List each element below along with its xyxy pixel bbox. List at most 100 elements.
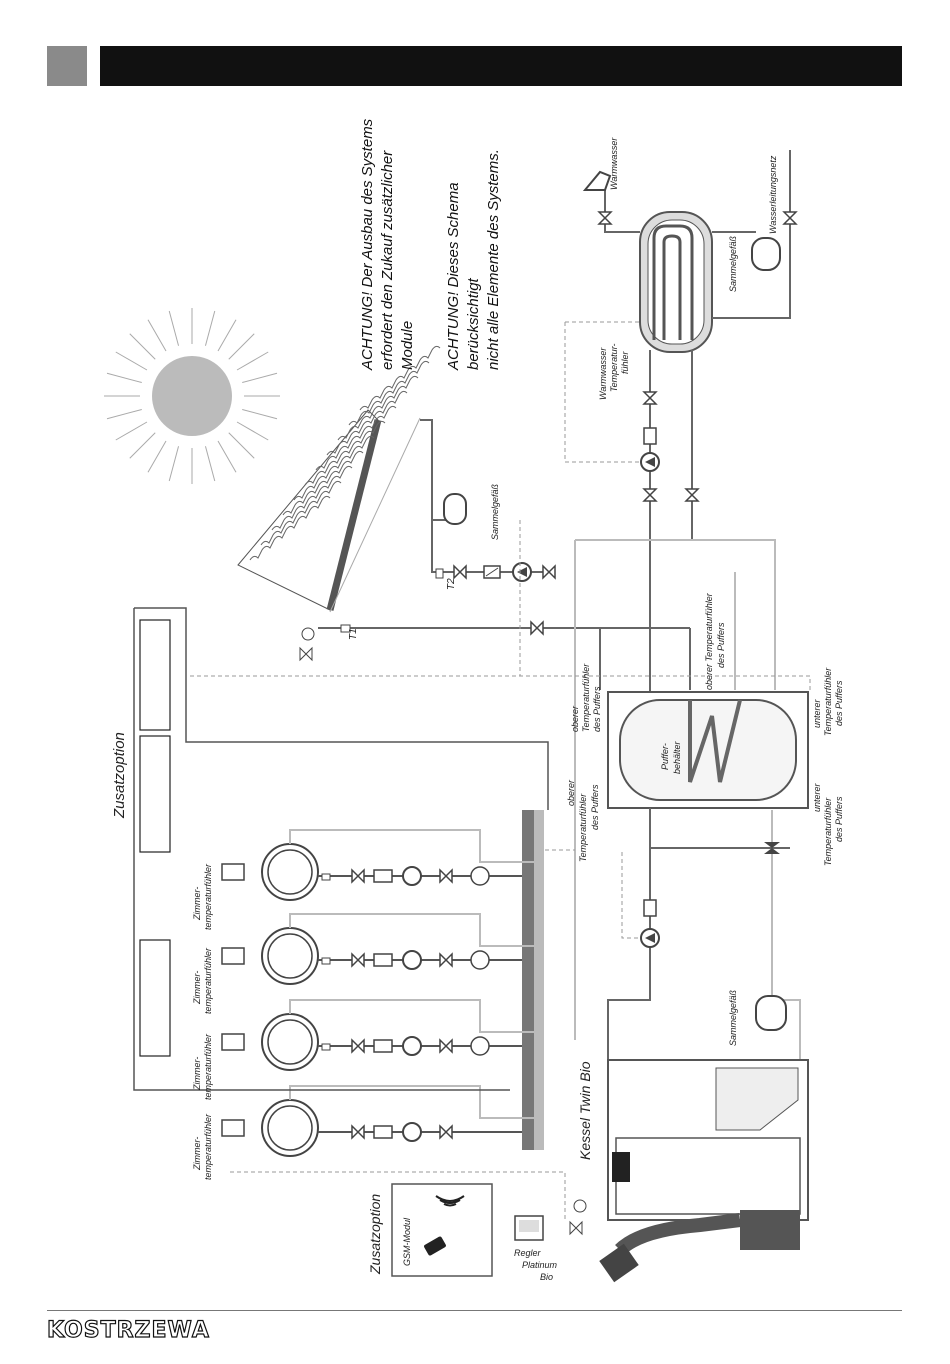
buffer-tank xyxy=(607,691,809,809)
solar-expansion-vessel-icon xyxy=(443,493,467,525)
dhw-pump-icon xyxy=(640,452,660,472)
signal-lines xyxy=(190,321,811,1220)
mixing-valve-motor-icon xyxy=(470,950,490,970)
room-sensor-label: Zimmer- xyxy=(192,971,202,1005)
valve-icon xyxy=(439,952,453,968)
brand-logo: KOSTRZEWA xyxy=(46,1317,210,1343)
room-sensor-icon xyxy=(221,1033,245,1051)
upper-sensor-label: des Puffers xyxy=(716,622,726,668)
manifold xyxy=(522,810,544,1150)
circulation-pump-icon xyxy=(402,950,422,970)
wasserleitungsnetz-label: Wasserleitungsnetz xyxy=(768,155,778,234)
upper-sensor-label: oberer xyxy=(570,705,580,732)
room-sensor-icon xyxy=(221,947,245,965)
valve-icon xyxy=(439,868,453,884)
upper-sensor-label: oberer xyxy=(566,779,576,806)
buffer-pump-icon xyxy=(640,928,660,948)
erweiterungsmodule-box xyxy=(139,939,171,1057)
notice-text: Module xyxy=(399,321,416,370)
warmwasser-label: Warmwasser xyxy=(609,137,619,190)
upper-sensor-label: oberer Temperaturfühler xyxy=(704,592,714,690)
regler-label: Bio xyxy=(540,1272,553,1282)
dhw-sensor-label: fühler xyxy=(620,350,630,374)
valve-icon xyxy=(351,1038,365,1054)
t2-label: T2 xyxy=(446,578,457,590)
solar-safety-group-icon xyxy=(299,627,315,662)
boiler-label: Kessel Twin Bio xyxy=(577,1061,593,1160)
heating-circuit xyxy=(221,1085,534,1157)
sensor-t1-icon xyxy=(340,624,351,633)
zusatzoption-module-box xyxy=(133,607,549,1091)
flow-sensor-icon xyxy=(321,1043,331,1051)
sensor-t2-icon xyxy=(435,568,444,579)
sun-icon xyxy=(104,308,280,484)
lower-sensor-label: Temperaturfühler xyxy=(823,667,833,736)
room-sensor-label: temperaturfühler xyxy=(203,1033,213,1100)
check-valve-icon xyxy=(373,953,393,967)
boiler-safety-group-icon xyxy=(569,1199,587,1236)
valve-icon xyxy=(453,564,556,636)
check-valve-icon xyxy=(373,869,393,883)
room-sensor-label: Zimmer- xyxy=(192,1057,202,1091)
flow-sensor-icon xyxy=(321,957,331,965)
lower-sensor-label: unterer xyxy=(812,698,822,728)
room-sensor-label: temperaturfühler xyxy=(203,863,213,930)
room-sensor-icon xyxy=(221,863,245,881)
tap-icon xyxy=(582,170,612,191)
heating-circuit xyxy=(221,999,534,1071)
circulation-pump-icon xyxy=(402,1122,422,1142)
valve-icon xyxy=(439,1124,453,1140)
expansion-vessel-label: Sammelgefäß xyxy=(728,989,738,1046)
boiler-twin-bio xyxy=(599,1059,809,1283)
lower-sensor-label: des Puffers xyxy=(834,680,844,726)
circulation-pump-icon xyxy=(402,866,422,886)
regler-label: Platinum xyxy=(522,1260,558,1270)
lower-sensor-label: des Puffers xyxy=(834,796,844,842)
mixing-valve-motor-icon xyxy=(470,1036,490,1056)
valve-icon xyxy=(597,211,798,502)
notice-text: ACHTUNG! Der Ausbau des Systems xyxy=(359,118,376,371)
room-sensor-icon xyxy=(221,1119,245,1137)
dhw-sensor-label: Temperatur- xyxy=(609,343,619,392)
room-sensor-label: Zimmer- xyxy=(192,887,202,921)
footer-rule xyxy=(47,1310,902,1311)
notice-text: ACHTUNG! Dieses Schema xyxy=(445,182,462,371)
buffer-circuit xyxy=(574,539,801,1060)
lower-sensor-label: Temperaturfühler xyxy=(823,797,833,866)
notice-text: erfordert den Zukauf zusätzlicher xyxy=(379,150,396,370)
phone-icon xyxy=(424,1236,446,1256)
t1-label: T1 xyxy=(348,628,359,640)
expansion-vessel-label: Sammelgefäß xyxy=(490,483,500,540)
circulation-pump-icon xyxy=(402,1036,422,1056)
header-bar xyxy=(100,46,902,86)
room-sensor-label: temperaturfühler xyxy=(203,947,213,1014)
erweiterungsmodule-box xyxy=(139,619,171,731)
dhw-sensor-label: Warmwasser xyxy=(598,347,608,400)
mixing-valve-motor-icon xyxy=(470,866,490,886)
valve-icon xyxy=(351,952,365,968)
solar-flowmeter-icon xyxy=(483,565,501,579)
dhw-expansion-vessel-icon xyxy=(751,237,781,271)
hot-water-tank xyxy=(639,211,713,353)
gsm-module-label: GSM-Modul xyxy=(402,1217,412,1266)
buffer-label: behälter xyxy=(672,740,682,774)
gsm-box xyxy=(391,1183,493,1277)
upper-sensor-label: des Puffers xyxy=(590,784,600,830)
zusatzoption-label: Zusatzoption xyxy=(111,732,128,819)
dhw-check-valve-icon xyxy=(643,427,657,445)
heating-circuit xyxy=(221,913,534,985)
valve-icon xyxy=(351,1124,365,1140)
room-sensor-label: Zimmer- xyxy=(192,1137,202,1171)
upper-sensor-label: des Puffers xyxy=(592,686,602,732)
valve-icon xyxy=(439,1038,453,1054)
header-gray-block xyxy=(47,46,87,86)
expansion-vessel-label: Sammelgefäß xyxy=(728,235,738,292)
solar-collector xyxy=(237,345,441,613)
notice-text: berücksichtigt xyxy=(465,277,482,370)
check-valve-icon xyxy=(373,1039,393,1053)
lower-sensor-label: unterer xyxy=(812,782,822,812)
upper-sensor-label: Temperaturfühler xyxy=(581,663,591,732)
erweiterungsmodule-box xyxy=(139,735,171,853)
dhw-circuit xyxy=(604,150,791,750)
